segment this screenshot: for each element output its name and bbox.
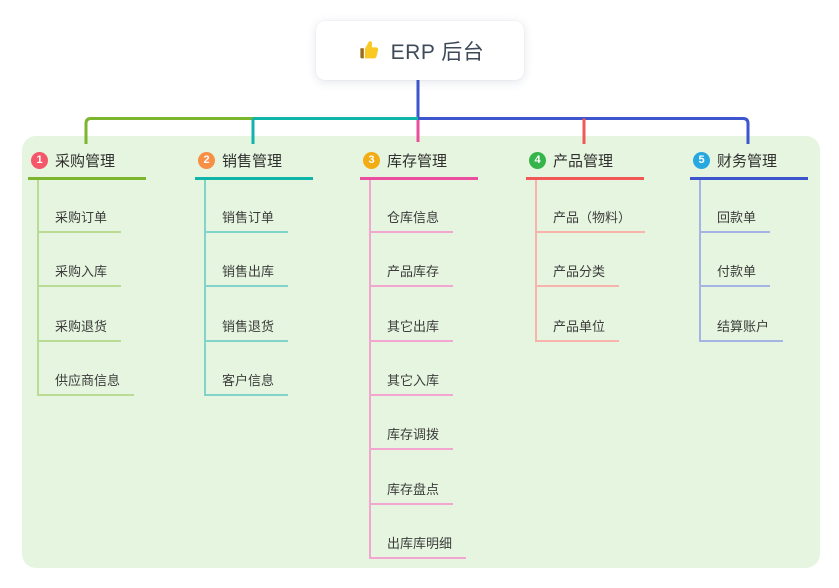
mindmap-item[interactable]: 其它入库: [369, 366, 454, 396]
mindmap-item[interactable]: 产品单位: [535, 312, 620, 342]
branch-label: 财务管理: [717, 152, 778, 170]
branch-heading-4[interactable]: 4 产品管理: [526, 150, 644, 180]
branch-trunk: [37, 178, 39, 396]
mindmap-item[interactable]: 采购订单: [37, 203, 122, 233]
branch-badge: 4: [529, 151, 546, 169]
branch-badge: 5: [693, 151, 710, 169]
mindmap-item[interactable]: 产品库存: [369, 257, 454, 287]
branch-badge: 1: [31, 151, 48, 169]
mindmap-item[interactable]: 客户信息: [204, 366, 289, 396]
branch-heading-1[interactable]: 1 采购管理: [28, 150, 146, 180]
mindmap-item[interactable]: 结算账户: [699, 312, 784, 342]
mindmap-item[interactable]: 仓库信息: [369, 203, 454, 233]
mindmap-item[interactable]: 付款单: [699, 257, 771, 287]
mindmap-item[interactable]: 库存调拨: [369, 420, 454, 450]
mindmap-item[interactable]: 采购入库: [37, 257, 122, 287]
branch-label: 采购管理: [55, 152, 116, 170]
mindmap-panel: [22, 136, 820, 568]
branch-badge: 3: [363, 151, 380, 169]
mindmap-item[interactable]: 销售退货: [204, 312, 289, 342]
mindmap-item[interactable]: 产品分类: [535, 257, 620, 287]
branch-heading-2[interactable]: 2 销售管理: [195, 150, 313, 180]
branch-trunk: [699, 178, 701, 342]
mindmap-item[interactable]: 产品（物料）: [535, 203, 646, 233]
branch-trunk: [204, 178, 206, 396]
mindmap-item[interactable]: 库存盘点: [369, 475, 454, 505]
mindmap-item[interactable]: 采购退货: [37, 312, 122, 342]
branch-label: 库存管理: [387, 152, 448, 170]
branch-heading-3[interactable]: 3 库存管理: [360, 150, 478, 180]
branch-badge: 2: [198, 151, 215, 169]
root-label: ERP 后台: [390, 40, 485, 64]
branch-trunk: [535, 178, 537, 342]
mindmap-item[interactable]: 其它出库: [369, 312, 454, 342]
mindmap-item[interactable]: 销售订单: [204, 203, 289, 233]
branch-label: 产品管理: [553, 152, 614, 170]
thumbs-up-icon: [356, 38, 381, 63]
branch-trunk: [369, 178, 371, 559]
mindmap-item[interactable]: 销售出库: [204, 257, 289, 287]
mindmap-item[interactable]: 出库库明细: [369, 529, 467, 559]
mindmap-item[interactable]: 供应商信息: [37, 366, 135, 396]
branch-heading-5[interactable]: 5 财务管理: [690, 150, 808, 180]
root-node[interactable]: ERP 后台: [316, 21, 524, 80]
mindmap-item[interactable]: 回款单: [699, 203, 771, 233]
branch-label: 销售管理: [222, 152, 283, 170]
